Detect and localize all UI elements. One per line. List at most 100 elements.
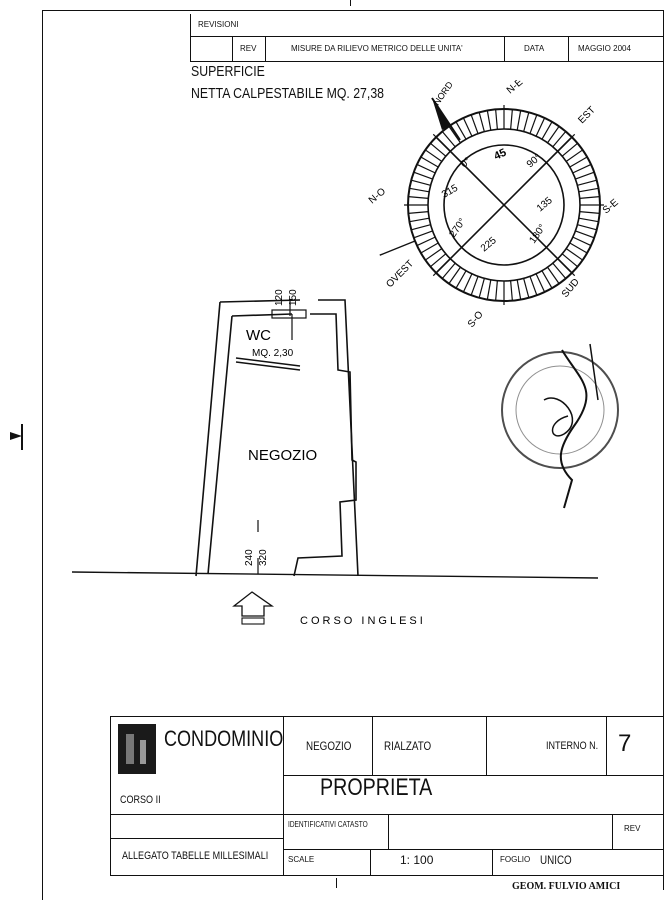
compass-tick	[455, 121, 467, 140]
deg-0: 0°	[459, 156, 473, 171]
compass-tick	[565, 149, 583, 162]
compass-tick	[579, 196, 600, 199]
compass-tick	[441, 262, 456, 279]
compass-tick	[579, 211, 600, 214]
description-column: MISURE DA RILIEVO METRICO DELLE UNITA'	[291, 44, 463, 53]
compass-tick	[416, 236, 436, 247]
address: CORSO II	[120, 794, 161, 806]
deg-180: 180°	[527, 222, 548, 245]
compass-tick	[552, 262, 567, 279]
deg-315: 315	[440, 183, 460, 201]
compass-mid-ring	[427, 128, 581, 282]
compass-tick	[577, 224, 597, 231]
compass-inner-ring	[443, 144, 565, 266]
floor-plan: WC MQ. 2,30 NEGOZIO 120 150 240 320 CORS…	[10, 289, 599, 627]
compass-tick	[409, 187, 430, 193]
compass-tick	[541, 270, 553, 289]
ownership-label: PROPRIETA	[320, 774, 433, 801]
compass-tick	[535, 117, 546, 137]
side-arrow-icon	[10, 432, 22, 440]
compass-tick	[470, 114, 479, 134]
compass-tick	[470, 276, 479, 296]
compass-tick	[535, 273, 546, 293]
compass-tick	[486, 279, 492, 300]
entrance-arrow-icon	[232, 591, 275, 617]
compass-tick	[448, 266, 461, 284]
date-column: DATA	[524, 44, 545, 53]
label-se: S-E	[601, 197, 621, 216]
frame-top-line	[42, 10, 664, 11]
compass-tick	[478, 278, 485, 298]
bottom-tick	[336, 878, 337, 888]
compass-tick	[430, 253, 447, 268]
compass-tick	[516, 279, 522, 300]
dim-bot-320: 320	[258, 549, 269, 566]
compass-tick	[561, 142, 578, 157]
compass-tick	[413, 171, 433, 180]
compass-tick	[529, 276, 538, 296]
sheet-value: UNICO	[540, 853, 572, 867]
deg-270: 270°	[447, 216, 468, 239]
dim-top-120: 120	[274, 289, 285, 306]
wc-area-label: MQ. 2,30	[252, 348, 294, 359]
compass-tick	[569, 156, 588, 168]
compass-tick	[547, 126, 560, 144]
frame-left-line	[42, 10, 43, 900]
building-logo	[118, 724, 156, 774]
interno-label: INTERNO N.	[546, 740, 599, 752]
compass-tick	[408, 196, 429, 199]
compass-tick	[420, 242, 439, 254]
compass-tick	[420, 156, 439, 168]
compass-tick	[565, 248, 583, 261]
deg-225: 225	[479, 235, 499, 254]
compass-tick	[547, 266, 560, 284]
compass-ticks	[404, 105, 604, 305]
professional-stamp	[501, 343, 619, 509]
compass-tick	[495, 109, 498, 130]
compass-tick	[425, 248, 443, 261]
compass-tick	[408, 211, 429, 214]
compass-tick	[541, 121, 553, 140]
deg-135: 135	[535, 195, 555, 214]
compass-outer-ring	[407, 108, 601, 302]
attachment-label: ALLEGATO TABELLE MILLESIMALI	[122, 850, 269, 862]
compass-tick	[575, 171, 595, 180]
compass-tick	[441, 131, 456, 148]
compass-tick	[409, 217, 430, 223]
compass-tick	[575, 230, 595, 239]
interno-value: 7	[618, 730, 632, 757]
street-line	[71, 571, 599, 579]
compass-rose: NORD N-E EST S-E SUD S-O OVEST N-O 0° 45…	[367, 80, 621, 330]
unit-floor: RIALZATO	[384, 739, 432, 753]
compass-tick	[448, 126, 461, 144]
author: GEOM. FULVIO AMICI	[512, 881, 621, 892]
deg-45: 45	[492, 147, 508, 163]
scale-label: SCALE	[288, 855, 315, 864]
revision-title: REVISIONI	[198, 20, 239, 29]
compass-tick	[462, 273, 473, 293]
wc-label: WC	[246, 327, 271, 344]
compass-tick	[510, 109, 513, 130]
compass-tick	[572, 236, 592, 247]
compass-tick	[416, 163, 436, 174]
dim-top-150: 150	[288, 289, 299, 306]
label-nord: NORD	[431, 80, 455, 107]
dim-bot-240: 240	[244, 549, 255, 566]
compass-tick	[462, 117, 473, 137]
compass-tick	[569, 242, 588, 254]
compass-tick	[411, 224, 431, 231]
unit-type: NEGOZIO	[306, 739, 352, 753]
cadastral-label: IDENTIFICATIVI CATASTO	[288, 820, 368, 829]
compass-tick	[430, 142, 447, 157]
compass-tick	[516, 110, 522, 131]
compass-tick	[578, 187, 599, 193]
compass-tick	[455, 270, 467, 289]
compass-tick	[529, 114, 538, 134]
label-no: N-O	[367, 186, 388, 206]
label-est: EST	[576, 105, 598, 127]
compass-tick	[425, 149, 443, 162]
compass-tick	[577, 179, 597, 186]
compass-tick	[561, 253, 578, 268]
surface-label: SUPERFICIE	[191, 63, 265, 80]
compass-tick	[486, 110, 492, 131]
